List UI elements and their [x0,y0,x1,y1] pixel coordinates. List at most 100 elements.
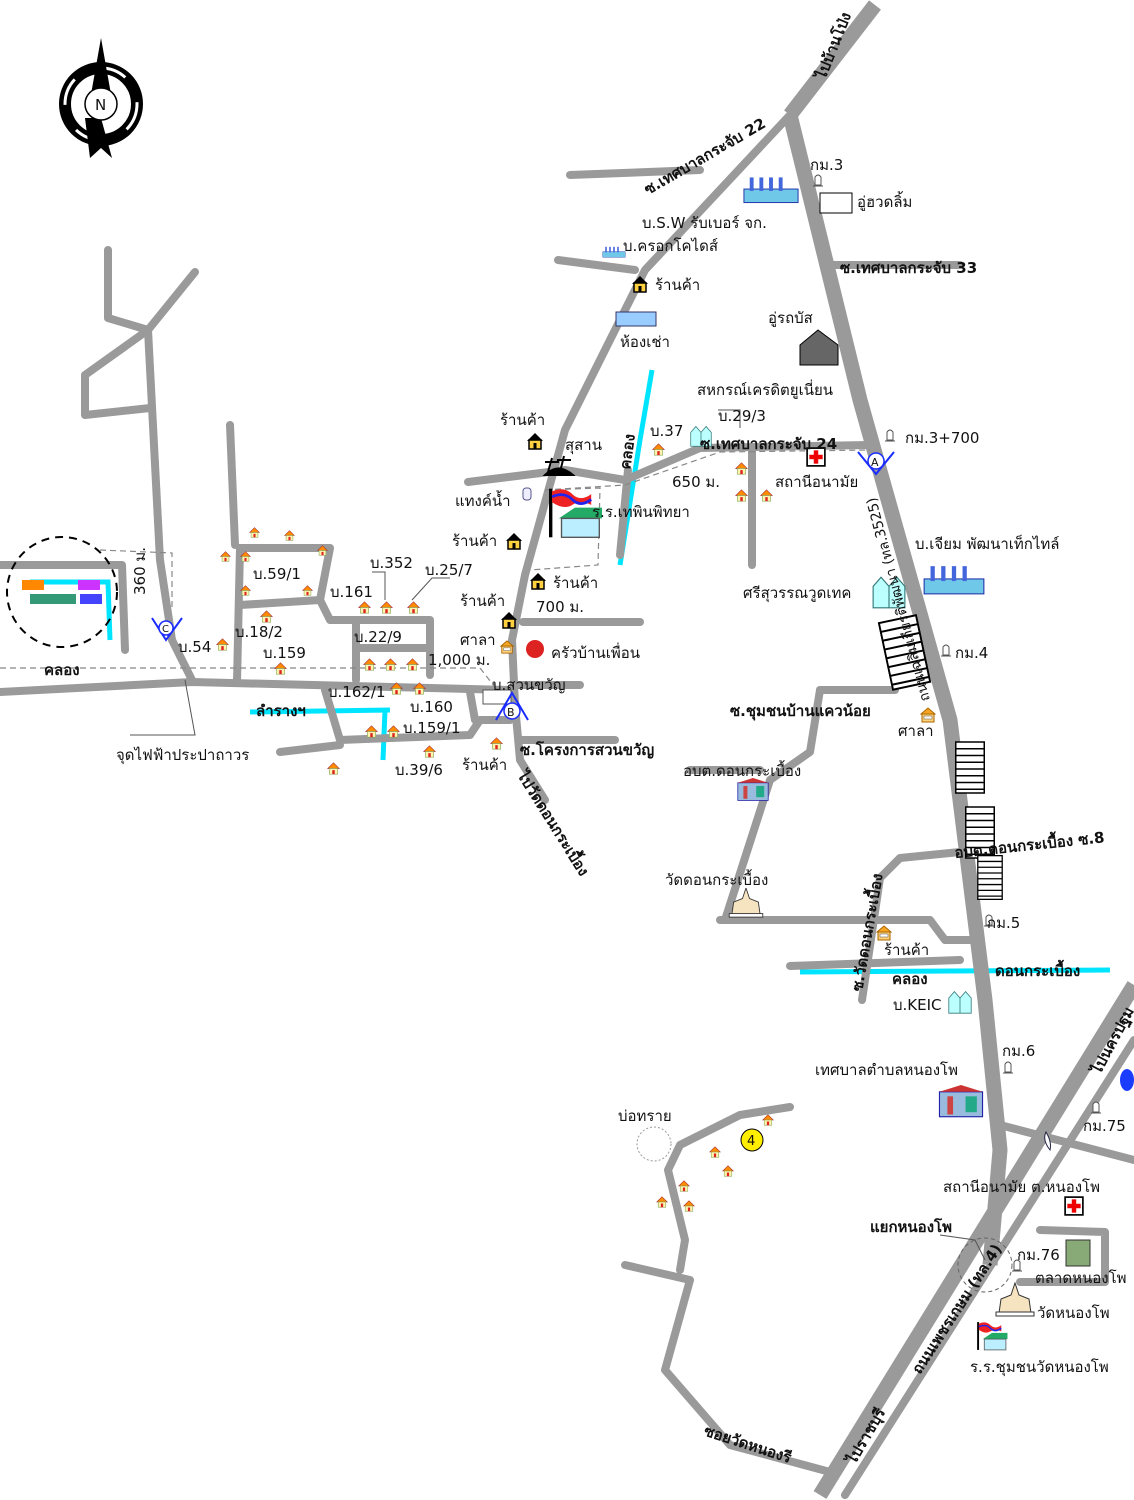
house-icon [490,737,503,750]
bank-icon [1044,1130,1051,1152]
marker-b-label: B [507,706,515,719]
house-icon [249,527,260,538]
label-house-number: บ.25/7 [425,561,473,579]
house-icon [274,662,287,675]
label-power-point: จุดไฟฟ้าประปาถาวร [116,746,249,765]
label-shop: ร้านค้า [500,411,545,429]
garage-icon [819,192,853,214]
label-drainage: ลำรางฯ [256,702,306,720]
inset-building [78,580,100,590]
label-house-number: บ.162/1 [328,683,386,701]
marker-c-label: C [162,624,169,635]
inset-building [30,594,76,604]
house-icon [284,530,295,541]
label-house-number: บ.37 [650,422,683,440]
house-icon [656,1196,668,1208]
street-soi-24: ซ.เทศบาลกระจับ 24 [700,435,837,453]
inset-circle [6,536,118,648]
sao-office-icon [737,778,769,801]
label-distance: 700 ม. [536,598,584,616]
label-house-number: บ.161 [330,583,373,601]
label-km: กม.75 [1083,1117,1126,1135]
label-shop: ร้านค้า [460,592,505,610]
label-rent-room: ห้องเช่า [620,333,670,351]
shop-icon [631,275,649,293]
label-sala: ศาลา [898,722,934,740]
house-icon [423,745,436,758]
label-school: ร.ร.ชุมชนวัดหนองโพ [970,1358,1109,1377]
km-post-icon [884,429,896,442]
house-icon [260,610,273,623]
label-km: กม.4 [955,644,988,662]
inset-building [22,580,44,590]
label-distance: 1,000 ม. [428,651,490,669]
route-to-wat-don-krabueang: ไปวัดดอนกระเบื้อง [513,764,596,879]
village-gate-icon [482,689,512,705]
shop-icon [876,925,892,941]
label-distance: 360 ม. [131,547,149,595]
label-sand-pit: บ่อทราย [618,1107,672,1125]
canals [30,369,1111,975]
house-icon [762,1114,774,1126]
label-distance: 650 ม. [672,473,720,491]
label-house-number: บ.29/3 [718,407,766,425]
temple-icon [995,1282,1035,1317]
marker-a[interactable]: A [857,451,895,476]
north-arrow-icon [90,38,112,100]
label-house-number: บ.18/2 [235,623,283,641]
house-icon [327,762,340,775]
shop-icon [529,572,547,590]
label-temple: วัดดอนกระเบื้อง [665,869,768,889]
label-crocodile: บ.ครอกโคไดส์ [623,237,718,255]
sand-pit-icon [636,1126,672,1162]
label-water-tank: แทงค์น้ำ [455,490,511,510]
label-market: ตลาดหนองโพ [1035,1269,1127,1287]
house-icon [722,1165,734,1177]
label-health-center: สถานีอนามัย ต.หนองโพ [943,1178,1100,1196]
rental-room-icon [615,311,657,327]
label-house-number: บ.159/1 [403,719,461,737]
label-municipality: เทศบาลตำบลหนองโพ [815,1061,958,1079]
marker-b[interactable]: B [495,691,529,721]
house-icon [709,1146,721,1158]
house-icon [407,601,420,614]
house-icon [735,462,748,475]
label-house-number: บ.159 [263,644,306,662]
label-km: กม.3+700 [905,429,979,447]
street-soi-khwae-noi: ซ.ชุมชนบ้านแควน้อย [730,702,871,721]
north-compass: N [59,38,143,158]
label-shop: ร้านค้า [462,756,507,774]
street-soi-suan-khwan: ซ.โครงการสวนขวัญ [520,740,654,759]
crossing-hatch [955,741,985,794]
factory-icon [923,565,985,595]
label-house-number: บ.352 [370,554,413,572]
street-soi-nong-ri: ซอยวัดหนองรี [702,1422,795,1467]
label-km: กม.76 [1017,1246,1060,1264]
inset-building [80,594,102,604]
bus-garage-icon [799,329,839,366]
shop-icon [505,532,523,550]
km-post-icon [812,174,824,187]
label-credit-union: สหกรณ์เครดิตยูเนี่ยน [697,379,833,399]
house-icon [735,489,748,502]
label-junction: แยกหนองโพ [870,1217,952,1236]
label-sala: ศาลา [460,631,496,649]
label-srisuwan-woodtech: ศรีสุวรรณวูดเทค [743,584,851,603]
km-post-icon [1002,1061,1014,1074]
shop-icon [526,432,544,450]
marker-a-label: A [871,456,879,469]
house-icon [380,601,393,614]
label-house-number: บ.59/1 [253,565,301,583]
gas-station-icon [1120,1069,1134,1091]
label-health-center: สถานีอนามัย [775,473,858,491]
label-shop: ร้านค้า [884,941,929,959]
label-house-number: บ.54 [178,638,211,656]
label-suan-khwan-village: บ.สวนขวัญ [492,676,566,694]
factory-icon [743,176,799,204]
health-center-icon [1064,1196,1084,1216]
house-icon [760,489,773,502]
marker-c[interactable]: C [151,617,183,642]
label-km: กม.5 [987,914,1020,932]
